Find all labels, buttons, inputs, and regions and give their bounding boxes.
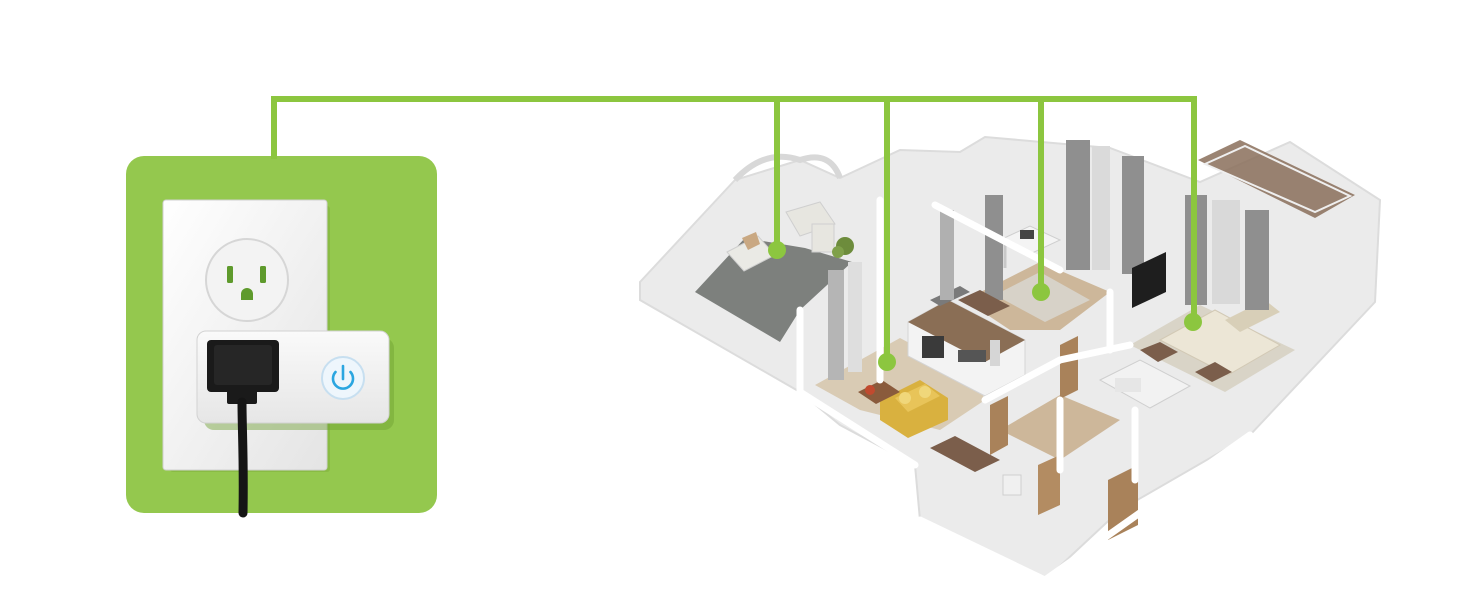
interior-walls <box>796 196 1254 585</box>
smart-plug <box>196 330 390 518</box>
study-dot <box>1032 283 1050 301</box>
connection-lines <box>271 96 1197 361</box>
balcony <box>695 153 854 342</box>
apartment-floor-plan <box>639 135 1382 585</box>
outlet-icon <box>205 238 289 322</box>
bedroom-dot <box>1184 313 1202 331</box>
bedroom <box>1130 140 1355 392</box>
living-room-dot <box>878 353 896 371</box>
power-icon[interactable] <box>321 356 365 400</box>
kitchen <box>907 286 1026 397</box>
connection-dots <box>768 241 1202 371</box>
balcony-dot <box>768 241 786 259</box>
hallway <box>930 290 1232 540</box>
smart-plug-panel <box>126 156 437 518</box>
